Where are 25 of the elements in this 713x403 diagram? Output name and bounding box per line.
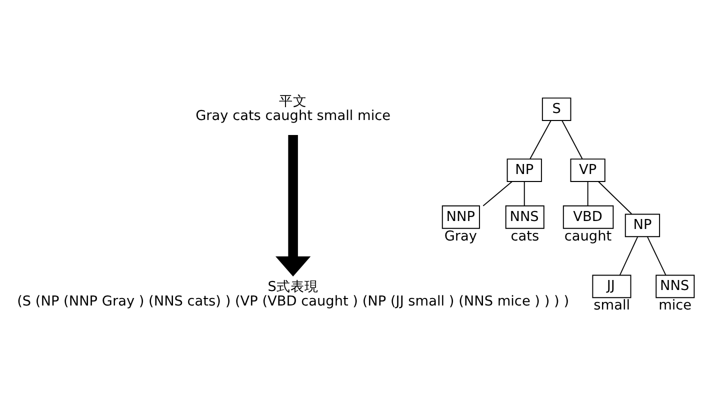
node-box: NNS — [656, 274, 695, 298]
node-box: NNS — [505, 204, 544, 228]
connector — [562, 120, 583, 159]
connector — [524, 180, 525, 206]
node-box: NNP — [442, 204, 480, 228]
arrow — [275, 134, 311, 276]
connector — [482, 180, 513, 206]
connector — [530, 120, 552, 159]
node-box: S — [542, 97, 572, 120]
node-box: NP — [624, 213, 660, 237]
connector — [619, 236, 638, 276]
node-box: VP — [570, 158, 606, 182]
node-label: small — [594, 297, 630, 314]
node-text: 平文 Gray cats caught small mice — [196, 93, 391, 124]
connector — [647, 236, 666, 276]
node-label: Gray — [444, 228, 477, 244]
node-box: JJ — [592, 274, 632, 298]
node-label: mice — [658, 297, 692, 314]
node-box: NP — [506, 158, 542, 182]
node-label: caught — [564, 228, 612, 244]
connector — [598, 180, 632, 214]
connector — [587, 180, 588, 206]
node-box: VBD — [562, 204, 614, 228]
node-label: cats — [510, 228, 540, 244]
node-text: S式表現 (S (NP (NNP Gray ) (NNS cats) ) (VP (VBD caught ) (NP (JJ small ) (NNS mice ) ) ) ) — [17, 278, 570, 310]
